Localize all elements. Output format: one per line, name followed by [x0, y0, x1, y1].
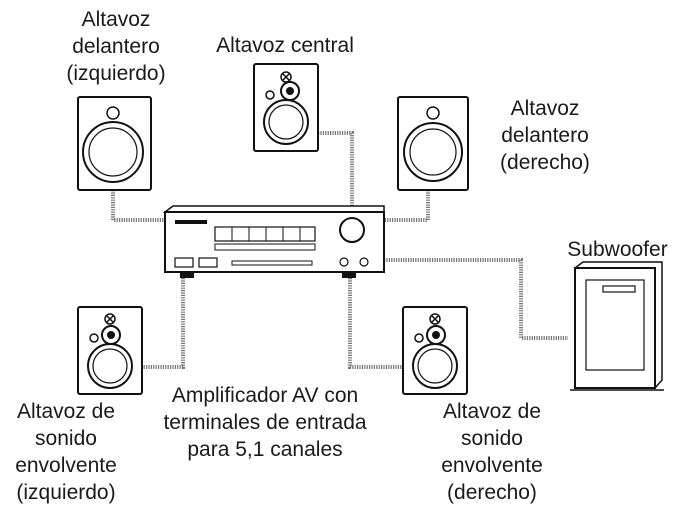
label-front-right-line2: delantero — [501, 124, 589, 147]
label-surround-left: Altavoz de sonido envolvente (izquierdo) — [2, 398, 130, 506]
wire-surround-left — [143, 278, 185, 369]
label-surround-left-line2: sonido — [35, 427, 97, 450]
label-amplifier-line3: para 5,1 canales — [187, 438, 343, 461]
label-front-left: Altavoz delantero (izquierdo) — [52, 6, 180, 87]
label-front-left-line2: delantero — [72, 35, 160, 58]
center-speaker-icon — [253, 63, 319, 152]
label-front-right-line3: (derecho) — [500, 151, 590, 174]
wire-front-left — [111, 190, 165, 222]
wire-front-right — [384, 190, 430, 222]
label-subwoofer: Subwoofer — [560, 236, 675, 263]
label-amplifier-line1: Amplificador AV con — [171, 384, 359, 407]
label-front-right-line1: Altavoz — [510, 97, 580, 120]
speaker-wires — [111, 131, 568, 369]
label-surround-right-line1: Altavoz de — [442, 400, 542, 423]
label-amplifier: Amplificador AV con terminales de entrad… — [150, 382, 380, 463]
label-surround-right: Altavoz de sonido envolvente (derecho) — [428, 398, 556, 506]
surround-left-speaker-icon — [77, 306, 143, 395]
wire-surround-right — [348, 278, 403, 369]
label-surround-left-line4: (izquierdo) — [16, 481, 116, 504]
label-front-left-line1: Altavoz — [81, 8, 151, 31]
label-surround-left-line3: envolvente — [15, 454, 117, 477]
label-center-line1: Altavoz central — [216, 34, 354, 57]
label-amplifier-line2: terminales de entrada — [163, 411, 367, 434]
label-surround-right-line4: (derecho) — [447, 481, 537, 504]
surround-right-speaker-icon — [402, 306, 468, 395]
label-front-left-line3: (izquierdo) — [66, 62, 166, 85]
av-amplifier-icon — [162, 205, 385, 278]
wire-center — [318, 131, 354, 212]
label-surround-left-line1: Altavoz de — [16, 400, 116, 423]
label-subwoofer-line1: Subwoofer — [567, 238, 668, 261]
subwoofer-icon — [570, 261, 664, 391]
wire-subwoofer — [384, 258, 568, 340]
label-center: Altavoz central — [200, 32, 370, 59]
front-left-speaker-icon — [77, 96, 152, 191]
front-right-speaker-icon — [397, 96, 469, 191]
label-surround-right-line3: envolvente — [441, 454, 543, 477]
label-front-right: Altavoz delantero (derecho) — [485, 95, 605, 176]
label-surround-right-line2: sonido — [461, 427, 523, 450]
